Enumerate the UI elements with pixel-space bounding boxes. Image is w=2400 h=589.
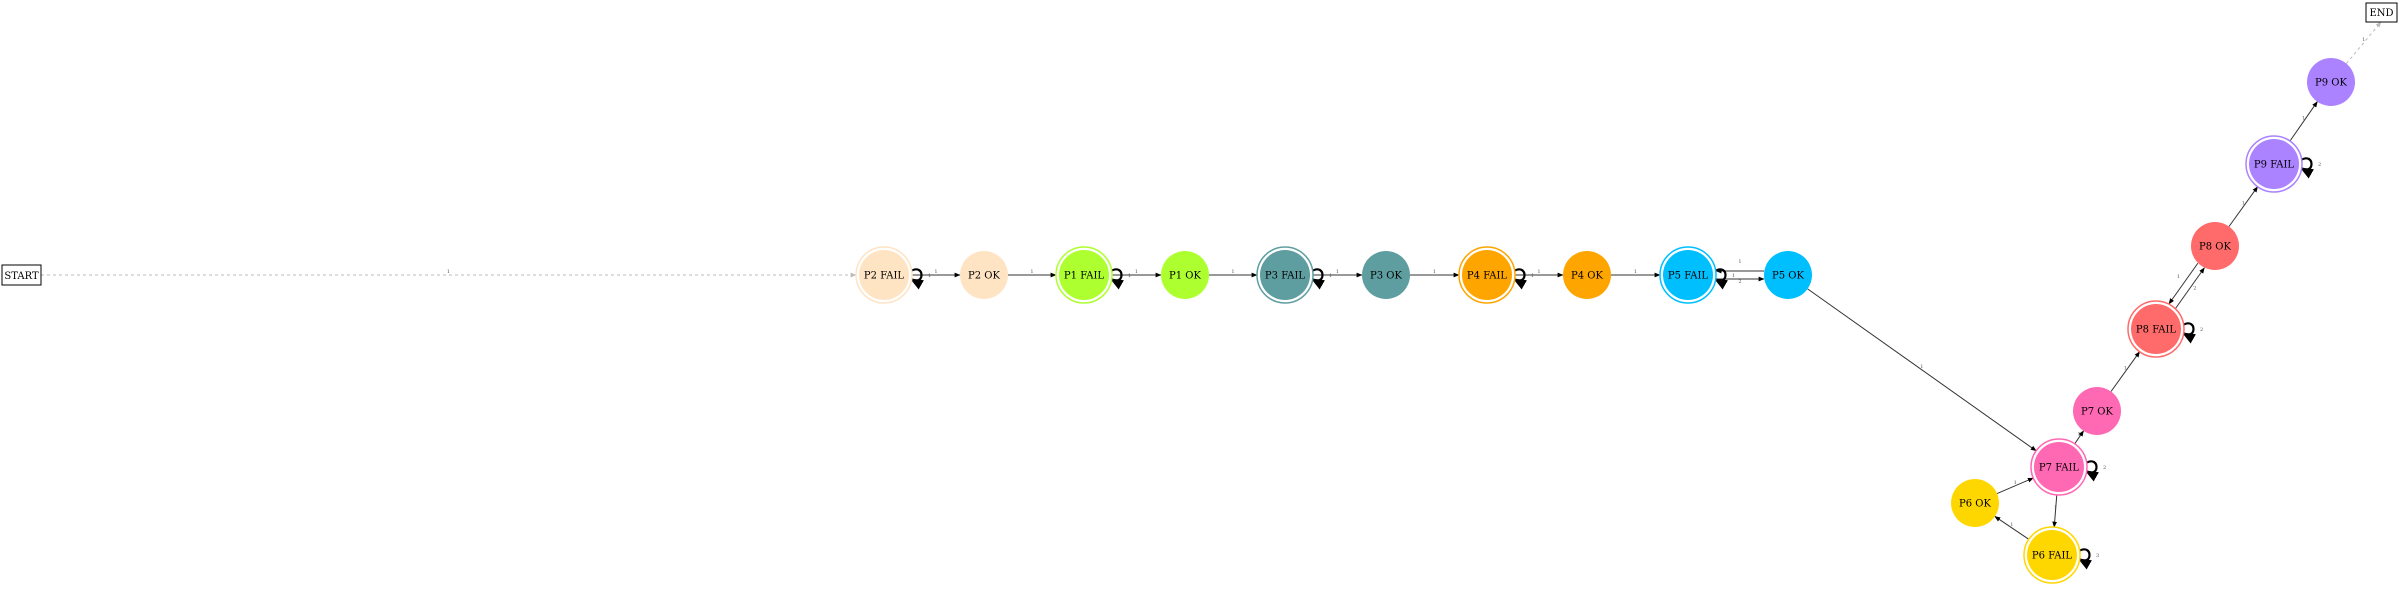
node-p6fail: P6 FAIL bbox=[2023, 526, 2081, 584]
node-label-p2fail: P2 FAIL bbox=[864, 271, 905, 282]
self-loop-label-p4fail: 1 bbox=[1531, 273, 1534, 279]
self-loop-p2fail bbox=[909, 268, 924, 290]
edge-label-p5ok-to-p7fail: 1 bbox=[1920, 364, 1923, 370]
node-p3fail: P3 FAIL bbox=[1256, 246, 1314, 304]
node-label-p9ok: P9 OK bbox=[2315, 78, 2347, 89]
edge-p7fail-to-p6fail bbox=[2052, 494, 2058, 528]
self-loop-p1fail bbox=[1109, 268, 1124, 290]
node-label-p2ok: P2 OK bbox=[968, 271, 1000, 282]
edge-label-p4ok-to-p5fail: 1 bbox=[1634, 269, 1637, 275]
edge-p6fail-to-p6ok bbox=[1994, 516, 2030, 540]
edge-label-p7fail-to-p6fail: 1 bbox=[2054, 505, 2057, 511]
edge-label-p3ok-to-p4fail: 1 bbox=[1433, 269, 1436, 275]
edge-p7ok-to-p8fail bbox=[2110, 351, 2141, 392]
node-label-p4fail: P4 FAIL bbox=[1467, 271, 1508, 282]
edge-label-p2fail-to-p2ok: 1 bbox=[934, 269, 937, 275]
node-label-p6fail: P6 FAIL bbox=[2032, 551, 2073, 562]
edge-label-p7ok-to-p8fail: 1 bbox=[2124, 366, 2127, 372]
edge-label-p8ok-to-p8fail: 1 bbox=[2177, 274, 2180, 280]
terminals-layer: START END bbox=[1, 2, 2398, 286]
node-label-p8ok: P8 OK bbox=[2199, 242, 2231, 253]
edge-label-start-to-p2fail: 1 bbox=[447, 269, 450, 275]
edge-label-p4fail-to-p4ok: 1 bbox=[1537, 269, 1540, 275]
node-label-p1ok: P1 OK bbox=[1169, 271, 1201, 282]
node-p9ok: P9 OK bbox=[2307, 58, 2355, 106]
self-loop-p6fail bbox=[2077, 548, 2092, 570]
self-loop-p9fail bbox=[2299, 157, 2314, 179]
edge-label-p6ok-to-p7fail: 1 bbox=[2014, 480, 2017, 486]
node-p7fail: P7 FAIL bbox=[2030, 438, 2088, 496]
end-label: END bbox=[2369, 8, 2393, 19]
edge-p5ok-to-p7fail bbox=[1807, 288, 2037, 452]
edge-label-p9fail-to-p9ok: 1 bbox=[2302, 115, 2305, 121]
node-label-p7fail: P7 FAIL bbox=[2039, 463, 2080, 474]
edge-label-p1ok-to-p3fail: 1 bbox=[1231, 269, 1234, 275]
node-p5ok: P5 OK bbox=[1764, 251, 1812, 299]
node-label-p4ok: P4 OK bbox=[1571, 271, 1603, 282]
edge-label-p1fail-to-p1ok: 1 bbox=[1135, 269, 1138, 275]
node-label-p9fail: P9 FAIL bbox=[2254, 160, 2295, 171]
node-label-p8fail: P8 FAIL bbox=[2136, 325, 2177, 336]
self-loop-label-p7fail: 2 bbox=[2103, 465, 2106, 471]
node-p6ok: P6 OK bbox=[1951, 479, 1999, 527]
edge-p9fail-to-p9ok bbox=[2289, 101, 2318, 142]
self-loop-label-p9fail: 2 bbox=[2318, 162, 2321, 168]
node-p4fail: P4 FAIL bbox=[1458, 246, 1516, 304]
self-loop-p3fail bbox=[1310, 268, 1325, 290]
nodes-layer: P2 FAIL P2 OK P1 FAIL P1 OK P3 FAIL P3 OK P4 F… bbox=[855, 58, 2355, 584]
self-loop-label-p2fail: 1 bbox=[928, 273, 931, 279]
end-node: END bbox=[2365, 2, 2398, 23]
edge-label-p5ok-to-p5fail: 1 bbox=[1738, 259, 1741, 265]
node-label-p1fail: P1 FAIL bbox=[1064, 271, 1105, 282]
node-p8fail: P8 FAIL bbox=[2127, 300, 2185, 358]
edge-label-p9ok-to-end: 1 bbox=[2362, 37, 2365, 43]
edge-label-p8ok-to-p9fail: 1 bbox=[2242, 201, 2245, 207]
node-p4ok: P4 OK bbox=[1563, 251, 1611, 299]
self-loop-p5fail bbox=[1713, 268, 1728, 290]
edge-label-p6fail-to-p6ok: 1 bbox=[2010, 522, 2013, 528]
start-node: START bbox=[1, 264, 42, 286]
node-label-p5fail: P5 FAIL bbox=[1668, 271, 1709, 282]
node-label-p7ok: P7 OK bbox=[2081, 407, 2113, 418]
node-p7ok: P7 OK bbox=[2073, 387, 2121, 435]
node-p8ok: P8 OK bbox=[2191, 222, 2239, 270]
self-loop-label-p1fail: 1 bbox=[1128, 273, 1131, 279]
node-label-p5ok: P5 OK bbox=[1772, 271, 1804, 282]
self-loop-p8fail bbox=[2181, 322, 2196, 344]
node-p2fail: P2 FAIL bbox=[855, 246, 913, 304]
self-loop-label-p5fail: 1 bbox=[1732, 273, 1735, 279]
edge-label-p2ok-to-p1fail: 1 bbox=[1030, 269, 1033, 275]
self-loop-p7fail bbox=[2084, 460, 2099, 482]
edge-p6ok-to-p7fail bbox=[1996, 477, 2034, 495]
edge-label-p7fail-to-p7ok: 1 bbox=[2078, 431, 2081, 437]
self-loop-label-p3fail: 1 bbox=[1329, 273, 1332, 279]
edge-p8ok-to-p9fail bbox=[2228, 186, 2259, 227]
node-p1fail: P1 FAIL bbox=[1055, 246, 1113, 304]
self-loop-p4fail bbox=[1512, 268, 1527, 290]
edge-label-p3fail-to-p3ok: 1 bbox=[1336, 269, 1339, 275]
start-label: START bbox=[4, 271, 39, 282]
node-p2ok: P2 OK bbox=[960, 251, 1008, 299]
node-p9fail: P9 FAIL bbox=[2245, 135, 2303, 193]
edge-p7fail-to-p7ok bbox=[2074, 430, 2084, 445]
node-label-p6ok: P6 OK bbox=[1959, 499, 1991, 510]
edge-label-p8fail-to-p8ok: 2 bbox=[2193, 286, 2196, 292]
node-p3ok: P3 OK bbox=[1362, 251, 1410, 299]
edge-p8ok-to-p8fail bbox=[2168, 262, 2199, 305]
node-label-p3fail: P3 FAIL bbox=[1265, 271, 1306, 282]
node-label-p3ok: P3 OK bbox=[1370, 271, 1402, 282]
edge-p8fail-to-p8ok bbox=[2175, 267, 2205, 309]
node-p5fail: P5 FAIL bbox=[1659, 246, 1717, 304]
self-loop-label-p6fail: 3 bbox=[2096, 553, 2099, 559]
edge-label-p5fail-to-p5ok: 2 bbox=[1738, 279, 1741, 285]
node-p1ok: P1 OK bbox=[1161, 251, 1209, 299]
self-loop-label-p8fail: 2 bbox=[2200, 327, 2203, 333]
